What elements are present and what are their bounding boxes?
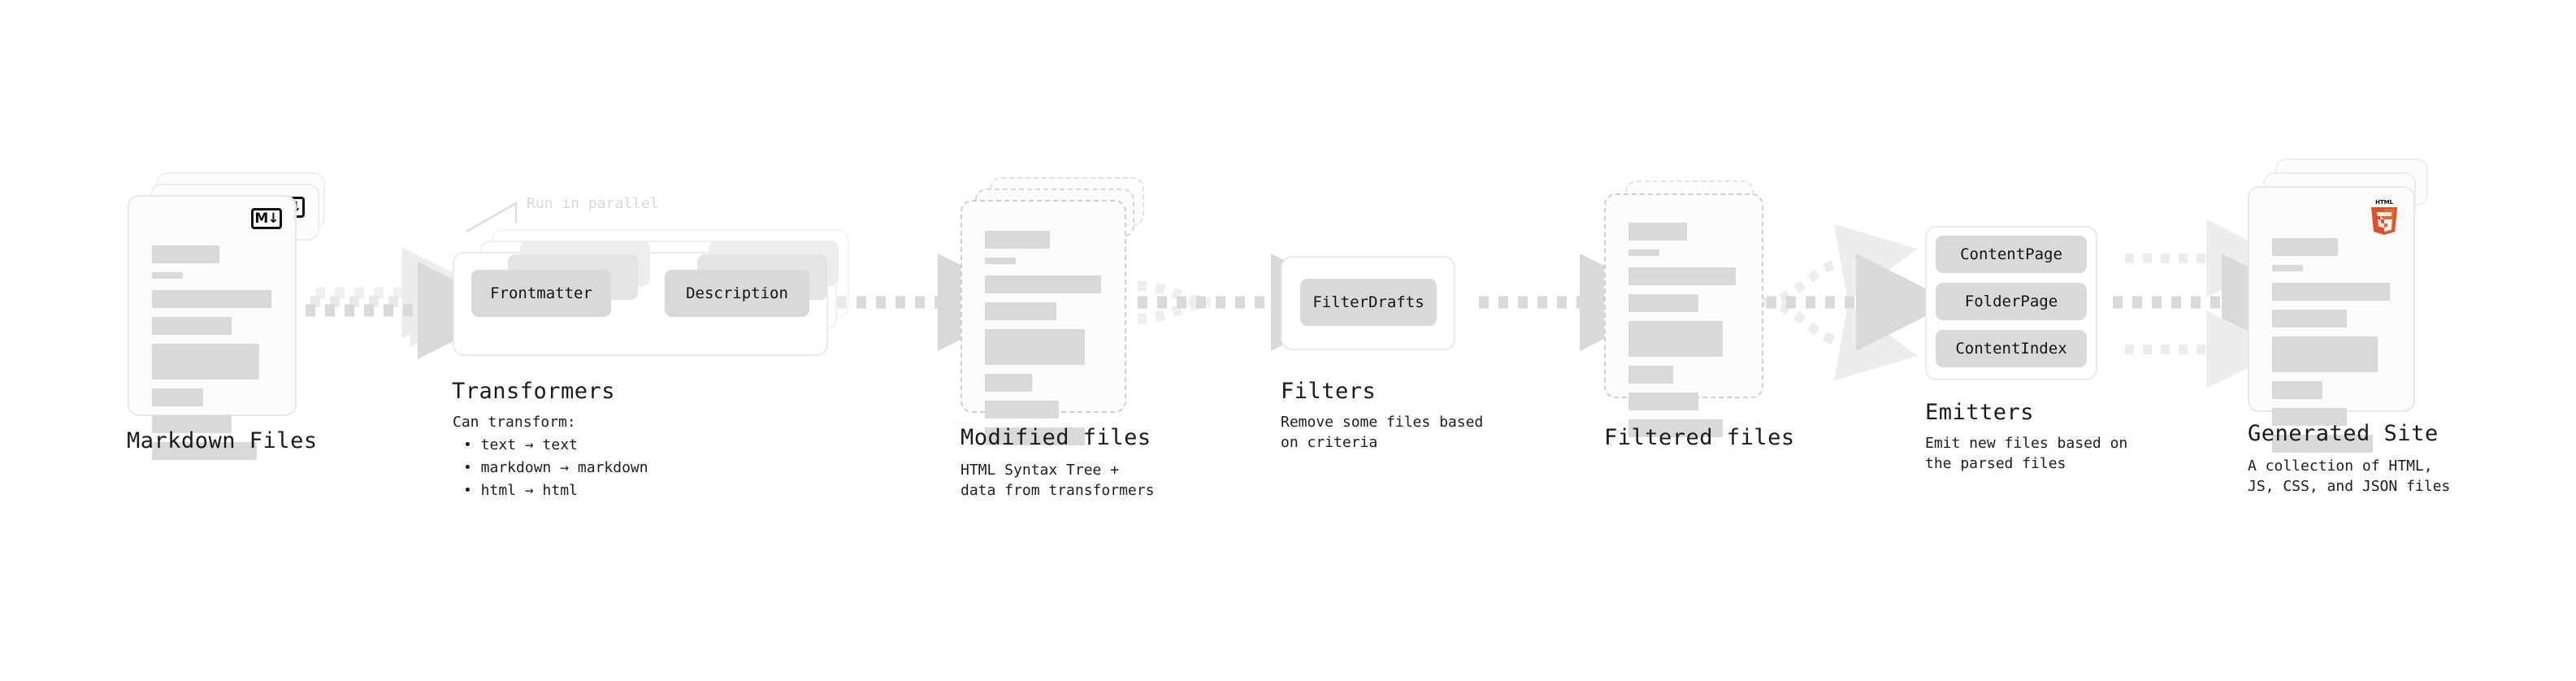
arrow-filtered-to-emitters <box>1747 223 1954 381</box>
arrow-markdown-to-transformers <box>306 247 515 359</box>
pill-description[interactable]: Description <box>665 270 809 317</box>
document-lines <box>2272 238 2392 462</box>
filters-subtitle: Remove some files based on criteria <box>1281 414 1484 451</box>
pill-filterdrafts[interactable]: FilterDrafts <box>1300 279 1437 326</box>
markdown-card-front[interactable]: M↓ <box>128 195 297 460</box>
pill-frontmatter[interactable]: Frontmatter <box>471 270 611 317</box>
document-lines <box>985 231 1104 454</box>
stage-title-filtered-files: Filtered files <box>1604 425 1795 450</box>
document-lines <box>152 245 274 469</box>
stage-title-emitters: Emitters <box>1925 400 2035 425</box>
emitters-subtitle: Emit new files based on the parsed files <box>1925 435 2128 472</box>
run-in-parallel-note: Run in parallel <box>527 195 659 212</box>
stage-title-filters: Filters <box>1281 379 1377 404</box>
generated-site-subtitle: A collection of HTML, JS, CSS, and JSON … <box>2248 458 2451 495</box>
html5-logo-icon: HTML <box>2368 197 2400 235</box>
modified-files-subtitle: HTML Syntax Tree + data from transformer… <box>961 462 1155 499</box>
document-lines <box>1628 223 1741 446</box>
pill-contentpage[interactable]: ContentPage <box>1936 236 2087 273</box>
transformers-bullet-2: • html → html <box>463 482 578 499</box>
arrow-emitters-to-site <box>2113 219 2319 388</box>
transformers-bullet-0: • text → text <box>463 436 578 453</box>
stage-title-generated-site: Generated Site <box>2248 421 2439 446</box>
svg-text:HTML: HTML <box>2375 199 2394 206</box>
stage-title-transformers: Transformers <box>452 379 616 404</box>
pill-folderpage[interactable]: FolderPage <box>1936 283 2087 320</box>
stage-title-modified-files: Modified files <box>961 425 1151 450</box>
run-in-parallel-leader <box>466 201 518 233</box>
pill-contentindex[interactable]: ContentIndex <box>1936 330 2087 367</box>
site-card-front[interactable]: HTML <box>2248 186 2415 453</box>
stage-title-markdown-files: Markdown Files <box>127 428 318 453</box>
modified-card-front[interactable] <box>961 200 1126 445</box>
transformers-subtitle: Can transform: <box>453 414 576 431</box>
filtered-card-front[interactable] <box>1604 193 1763 437</box>
arrow-modified-to-filters <box>1137 254 1368 351</box>
markdown-icon: M↓ <box>251 208 282 229</box>
transformers-bullet-1: • markdown → markdown <box>463 459 648 476</box>
